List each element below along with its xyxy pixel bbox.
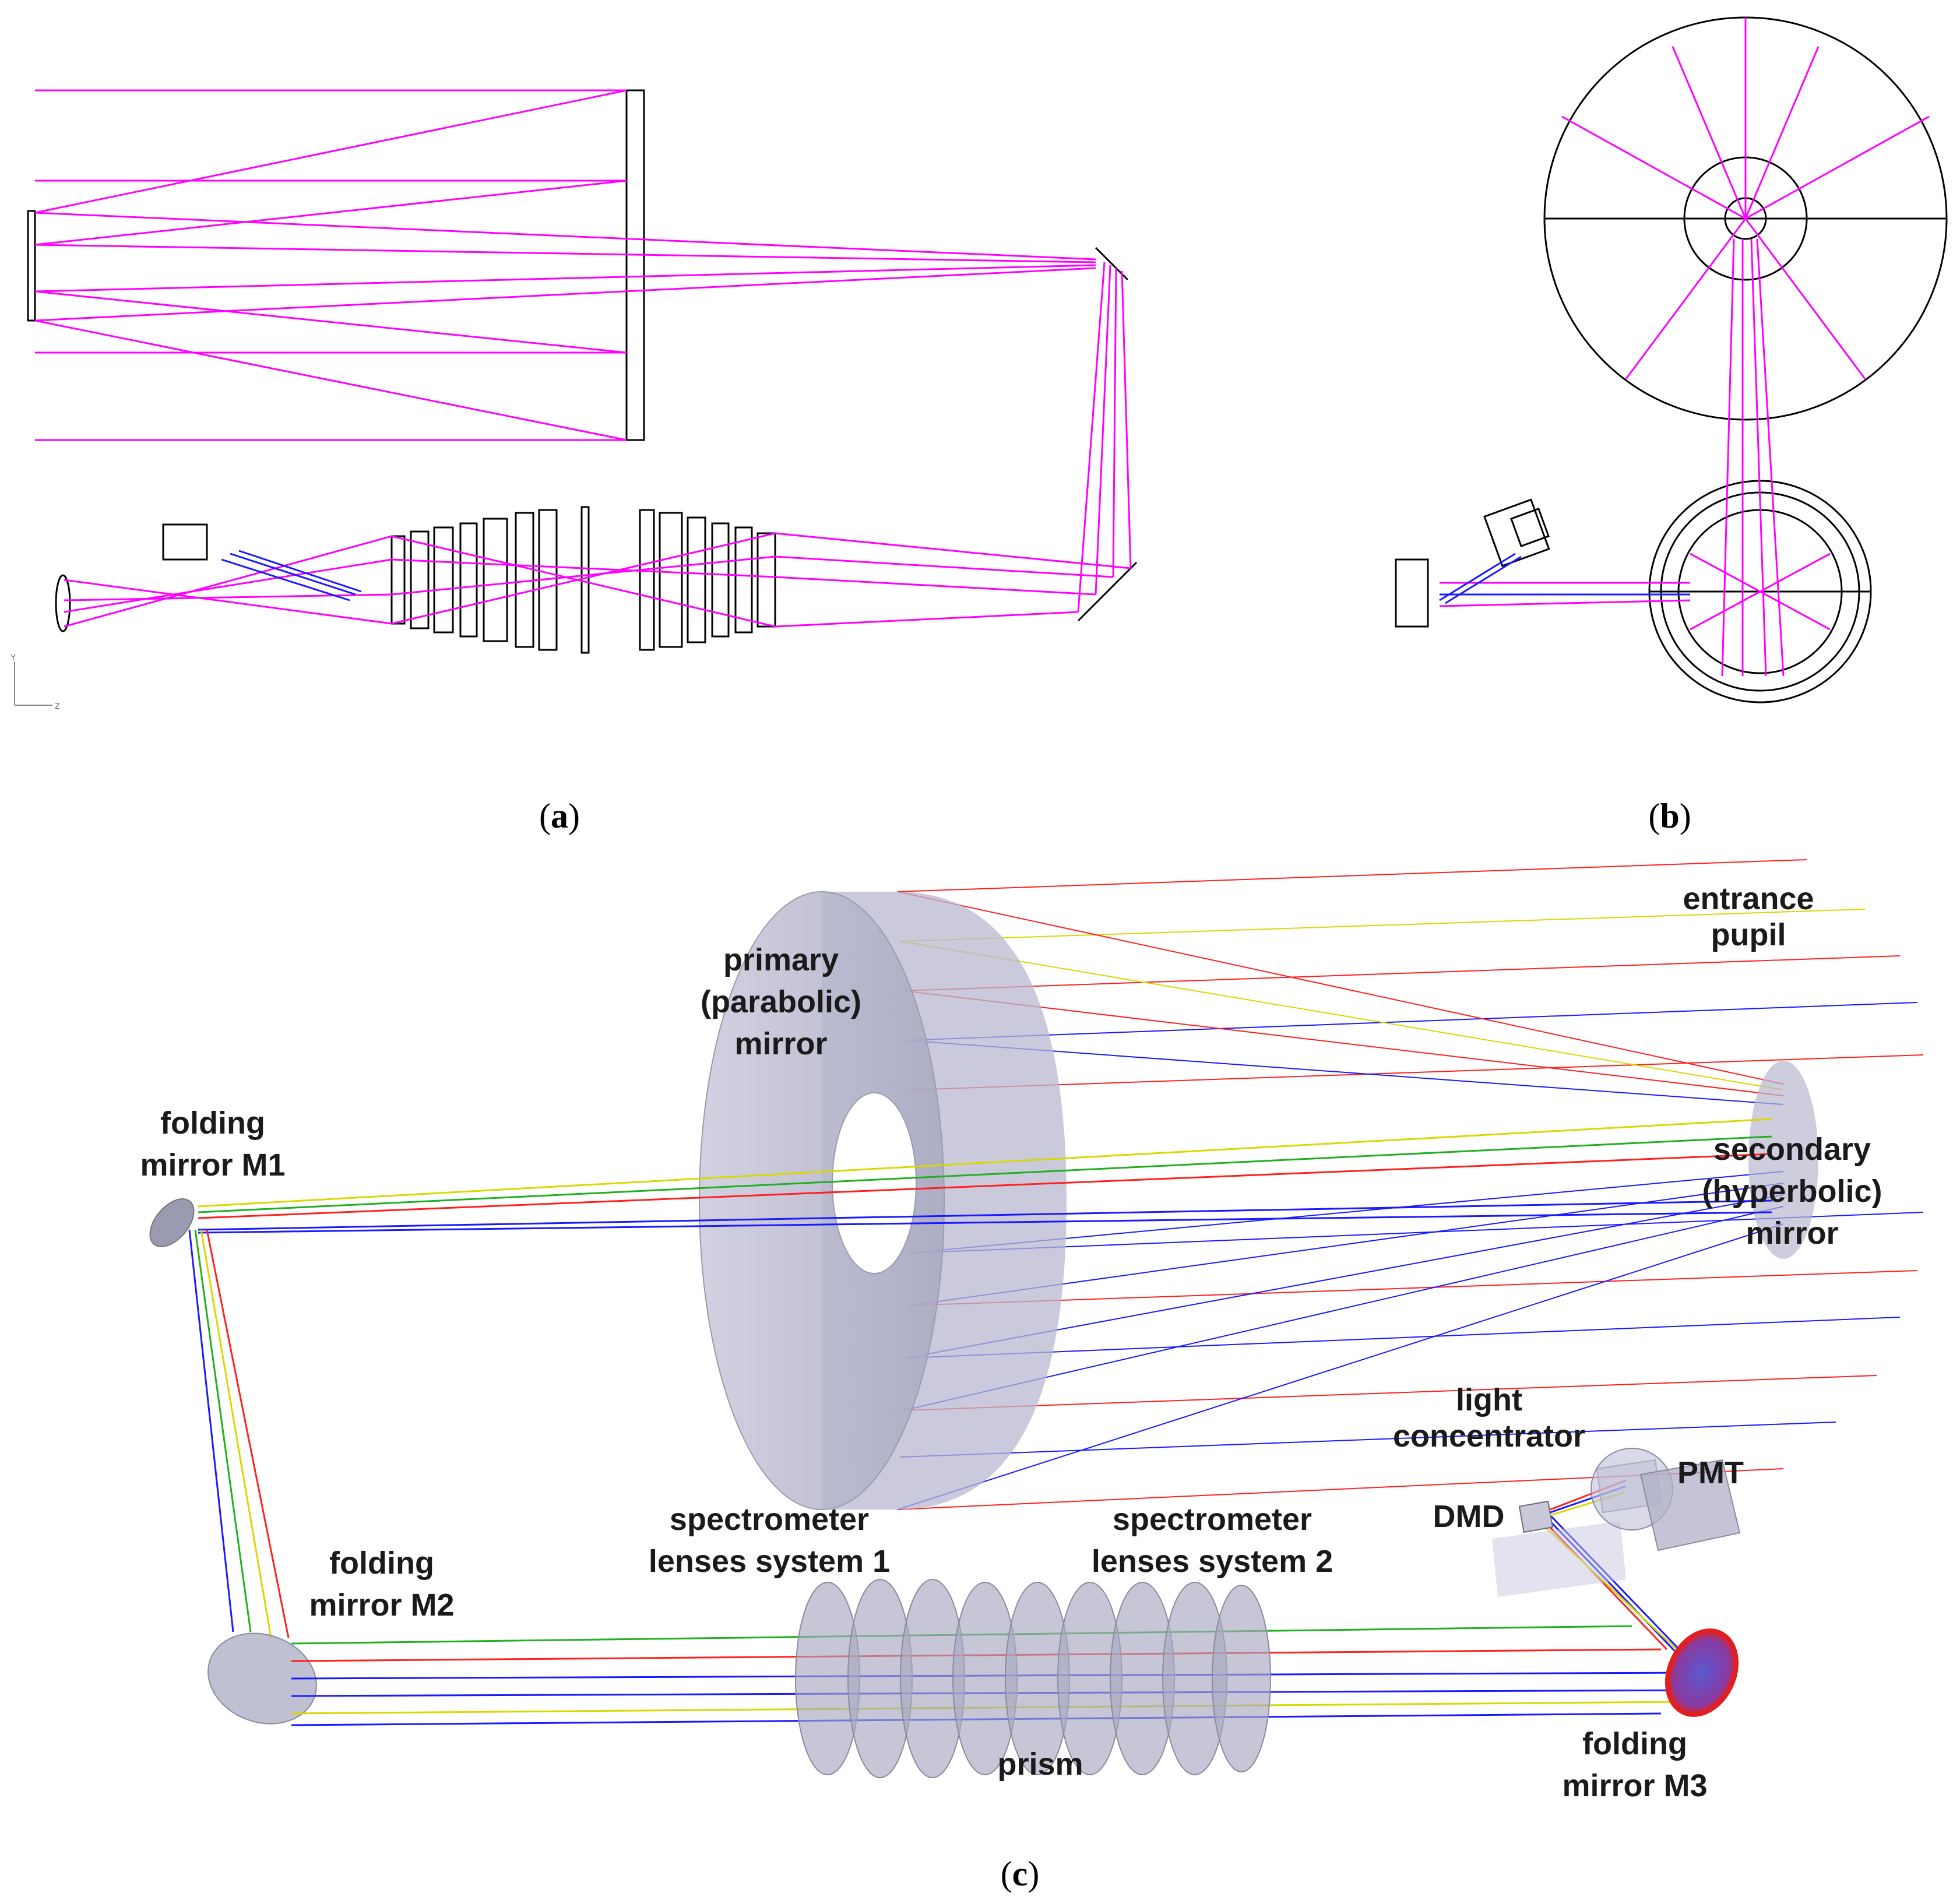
fold-mirror-top-outline bbox=[1095, 247, 1129, 281]
panel-b-diagram bbox=[1395, 16, 1948, 703]
label-secondary-mirror: secondary(hyperbolic)mirror bbox=[1702, 1132, 1882, 1251]
primary-mirror-hole bbox=[832, 1092, 917, 1274]
panel-b-ray-bundle bbox=[1439, 17, 1930, 677]
primary-mirror-outline bbox=[625, 89, 645, 441]
panel-a-blue-rays bbox=[221, 550, 362, 601]
dmd-box-b bbox=[1483, 498, 1550, 567]
axis-z-glyph: Z bbox=[55, 701, 60, 710]
folding-mirror-m1 bbox=[149, 1198, 195, 1247]
folding-mirror-m2 bbox=[207, 1632, 317, 1725]
panel-a-static-outlines bbox=[27, 89, 1138, 654]
beam-secondary-to-m1 bbox=[198, 1118, 1772, 1234]
label-prism: prism bbox=[997, 1747, 1083, 1782]
pmt-box-b bbox=[1510, 508, 1550, 547]
panel-a-axis-glyph: Y Z bbox=[10, 652, 60, 710]
label-primary-mirror: primary(parabolic)mirror bbox=[701, 942, 861, 1061]
caption-a: (a) bbox=[539, 797, 580, 835]
detector-box-b bbox=[1395, 558, 1429, 628]
detector-outline bbox=[55, 574, 71, 632]
secondary-mirror bbox=[1748, 1061, 1818, 1259]
label-pmt: PMT bbox=[1677, 1455, 1744, 1490]
caption-c: (c) bbox=[1001, 1855, 1040, 1893]
folding-mirror-m3 bbox=[1665, 1628, 1739, 1717]
dmd-chip bbox=[1518, 1500, 1554, 1533]
dmd-box-outline bbox=[162, 523, 208, 561]
beam-m1-to-m2 bbox=[188, 1229, 290, 1638]
dmd-assembly bbox=[1492, 1448, 1741, 1597]
pmt-box bbox=[1639, 1459, 1741, 1551]
fold-mirror-bottom-outline bbox=[1077, 561, 1138, 622]
caption-b: (b) bbox=[1648, 797, 1691, 835]
spectrometer-lens-stack bbox=[795, 1579, 1271, 1778]
axis-y-glyph: Y bbox=[10, 652, 16, 662]
panel-a-ray-bundle bbox=[34, 89, 1132, 628]
label-dmd: DMD bbox=[1433, 1499, 1505, 1534]
relay-lens-stack bbox=[390, 506, 776, 654]
panel-a-diagram: Y Z bbox=[10, 89, 1138, 710]
primary-mirror bbox=[699, 891, 1067, 1510]
secondary-mirror-outline bbox=[27, 210, 36, 322]
